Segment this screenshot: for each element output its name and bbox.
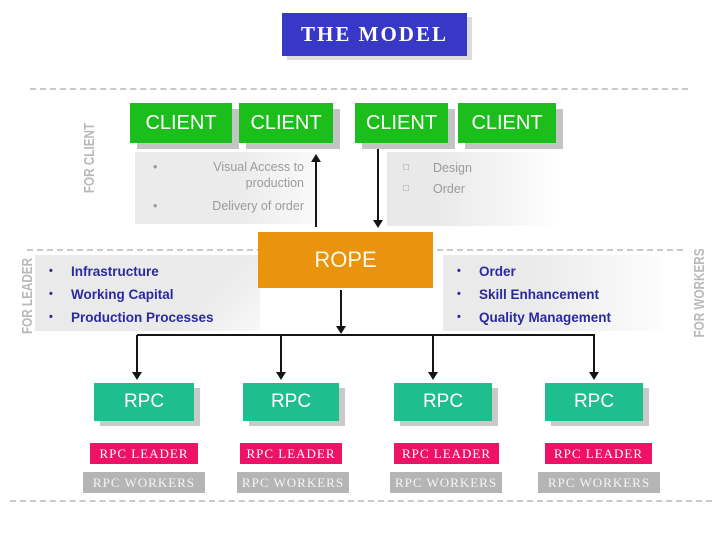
- worker-item-1: Order: [479, 264, 516, 279]
- dashed-divider-bottom: [10, 500, 712, 502]
- bullet-icon: •: [457, 311, 461, 323]
- list-item: • Infrastructure: [49, 260, 260, 283]
- client-box-1: CLIENT: [130, 103, 232, 143]
- worker-item-2: Skill Enhancement: [479, 287, 600, 302]
- list-item: • Order: [457, 260, 662, 283]
- bullet-icon: •: [457, 265, 461, 277]
- rpc-workers-3-label: RPC WORKERS: [394, 474, 498, 490]
- square-bullet-icon: □: [403, 183, 410, 194]
- arrow-to-rpc-2-icon: [276, 335, 286, 380]
- arrow-to-rpc-4-icon: [589, 335, 599, 380]
- client-input-1: Design: [433, 161, 472, 175]
- list-item: • Production Processes: [49, 306, 260, 329]
- rpc-leader-3-label: RPC LEADER: [401, 445, 492, 461]
- arrow-to-rpc-1-icon: [132, 335, 142, 380]
- connector-trunk-line: [137, 334, 595, 336]
- worker-item-3: Quality Management: [479, 310, 612, 325]
- client-benefit-2: Delivery of order: [212, 198, 304, 213]
- client-inputs-panel: □ Design □ Order: [387, 152, 558, 226]
- rpc-workers-2-label: RPC WORKERS: [241, 474, 345, 490]
- leader-provides-panel: • Infrastructure • Working Capital • Pro…: [35, 255, 260, 331]
- side-label-for-client: FOR CLIENT: [81, 122, 98, 194]
- rpc-box-2-label: RPC: [270, 391, 312, 412]
- rpc-box-2: RPC: [243, 383, 339, 421]
- rpc-leader-4-label: RPC LEADER: [553, 445, 644, 461]
- rpc-workers-box-1: RPC WORKERS: [83, 472, 205, 493]
- list-item: □ Order: [403, 182, 558, 196]
- dashed-divider-top: [30, 88, 688, 90]
- client-box-4: CLIENT: [458, 103, 556, 143]
- rpc-box-1: RPC: [94, 383, 194, 421]
- rpc-workers-box-3: RPC WORKERS: [390, 472, 502, 493]
- rpc-leader-box-1: RPC LEADER: [90, 443, 198, 464]
- worker-benefits-panel: • Order • Skill Enhancement • Quality Ma…: [443, 255, 662, 331]
- arrow-down-from-client-icon: [373, 149, 383, 228]
- rpc-box-1-label: RPC: [123, 391, 165, 412]
- rope-box: ROPE: [258, 232, 433, 288]
- slide-title: THE MODEL: [301, 22, 448, 46]
- rpc-box-4-label: RPC: [573, 391, 615, 412]
- bullet-icon: •: [49, 265, 53, 277]
- rpc-workers-4-label: RPC WORKERS: [547, 474, 651, 490]
- slide-title-box: THE MODEL: [282, 13, 467, 56]
- list-item: • Working Capital: [49, 283, 260, 306]
- client-box-1-label: CLIENT: [145, 111, 217, 134]
- rpc-box-3: RPC: [394, 383, 492, 421]
- arrow-up-to-client-icon: [311, 154, 321, 227]
- client-box-2-label: CLIENT: [250, 111, 322, 134]
- client-benefit-1: Visual Access to production: [213, 160, 304, 191]
- square-bullet-icon: □: [403, 162, 410, 173]
- client-input-2: Order: [433, 182, 465, 196]
- rpc-workers-box-4: RPC WORKERS: [538, 472, 660, 493]
- list-item: • Quality Management: [457, 306, 662, 329]
- leader-item-1: Infrastructure: [71, 264, 159, 279]
- bullet-icon: •: [49, 311, 53, 323]
- rpc-box-4: RPC: [545, 383, 643, 421]
- list-item: • Visual Access to production: [153, 159, 304, 192]
- list-item: • Skill Enhancement: [457, 283, 662, 306]
- list-item: □ Design: [403, 161, 558, 175]
- rpc-box-3-label: RPC: [422, 391, 464, 412]
- rpc-leader-box-4: RPC LEADER: [545, 443, 652, 464]
- leader-item-2: Working Capital: [71, 287, 174, 302]
- bullet-icon: •: [153, 160, 158, 174]
- arrow-rope-to-trunk-icon: [336, 290, 346, 334]
- bullet-icon: •: [153, 198, 158, 213]
- rpc-workers-1-label: RPC WORKERS: [92, 474, 196, 490]
- arrow-to-rpc-3-icon: [428, 335, 438, 380]
- client-box-3: CLIENT: [355, 103, 448, 143]
- list-item: • Delivery of order: [153, 198, 304, 214]
- rpc-leader-1-label: RPC LEADER: [99, 445, 189, 461]
- rpc-leader-2-label: RPC LEADER: [246, 445, 336, 461]
- rpc-workers-box-2: RPC WORKERS: [237, 472, 349, 493]
- bullet-icon: •: [49, 288, 53, 300]
- side-label-for-workers: FOR WORKERS: [691, 248, 708, 338]
- leader-item-3: Production Processes: [71, 310, 214, 325]
- rpc-leader-box-3: RPC LEADER: [394, 443, 499, 464]
- client-benefits-panel: • Visual Access to production • Delivery…: [135, 152, 320, 224]
- client-box-3-label: CLIENT: [365, 111, 438, 134]
- rpc-leader-box-2: RPC LEADER: [240, 443, 342, 464]
- bullet-icon: •: [457, 288, 461, 300]
- client-box-2: CLIENT: [239, 103, 333, 143]
- rope-label: ROPE: [314, 247, 377, 272]
- client-box-4-label: CLIENT: [471, 111, 543, 134]
